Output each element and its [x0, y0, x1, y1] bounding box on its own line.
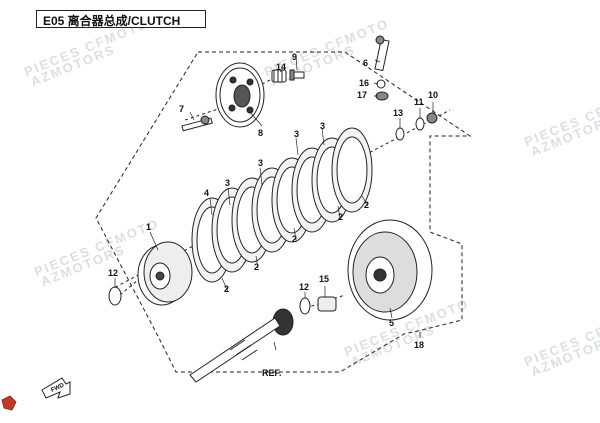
- callout-1: 1: [146, 222, 152, 232]
- callout-2: 2: [338, 212, 344, 222]
- callout-2: 2: [224, 284, 230, 294]
- callout-15: 15: [319, 274, 330, 284]
- callout-3: 3: [225, 178, 231, 188]
- clutch-plates: [191, 127, 373, 283]
- callout-18: 18: [414, 340, 425, 350]
- callout-8: 8: [258, 128, 264, 138]
- ref-label: REF.: [262, 368, 282, 378]
- assembly-frame: [95, 51, 472, 373]
- clutch-basket: [347, 219, 433, 321]
- bolt: [289, 69, 305, 81]
- callout-16: 16: [359, 78, 370, 88]
- callout-3: 3: [294, 129, 300, 139]
- clutch-hub: [137, 241, 193, 306]
- callout-7: 7: [179, 104, 185, 114]
- callout-9: 9: [292, 52, 298, 62]
- o-ring: [376, 79, 386, 89]
- callout-12: 12: [299, 282, 310, 292]
- callout-2: 2: [364, 200, 370, 210]
- title-box: E05 离合器总成/CLUTCH: [36, 10, 206, 28]
- fwd-label: FWD: [50, 382, 66, 393]
- release-lever: [374, 35, 390, 72]
- callout-17: 17: [357, 90, 368, 100]
- callout-3: 3: [320, 121, 326, 131]
- callout-10: 10: [428, 90, 439, 100]
- pressure-plate: [215, 62, 265, 128]
- callout-13: 13: [393, 108, 404, 118]
- push-rod: [181, 115, 213, 132]
- callout-6: 6: [363, 58, 369, 68]
- callout-2: 2: [292, 234, 298, 244]
- washer: [299, 297, 311, 315]
- spacer: [317, 296, 337, 312]
- callout-3: 3: [258, 158, 264, 168]
- brand-logo: [1, 395, 17, 411]
- washer: [415, 117, 425, 131]
- callout-4: 4: [204, 188, 210, 198]
- callout-14: 14: [276, 62, 287, 72]
- fwd-arrow: [41, 377, 71, 399]
- washer: [108, 286, 122, 306]
- nut: [426, 112, 438, 124]
- callout-12: 12: [108, 268, 119, 278]
- callout-5: 5: [389, 318, 395, 328]
- page-title: E05 离合器总成/CLUTCH: [43, 14, 181, 28]
- washer: [395, 127, 405, 141]
- callout-2: 2: [254, 262, 260, 272]
- clutch-spring: [271, 69, 287, 83]
- callout-11: 11: [414, 97, 424, 107]
- main-shaft: [189, 317, 281, 383]
